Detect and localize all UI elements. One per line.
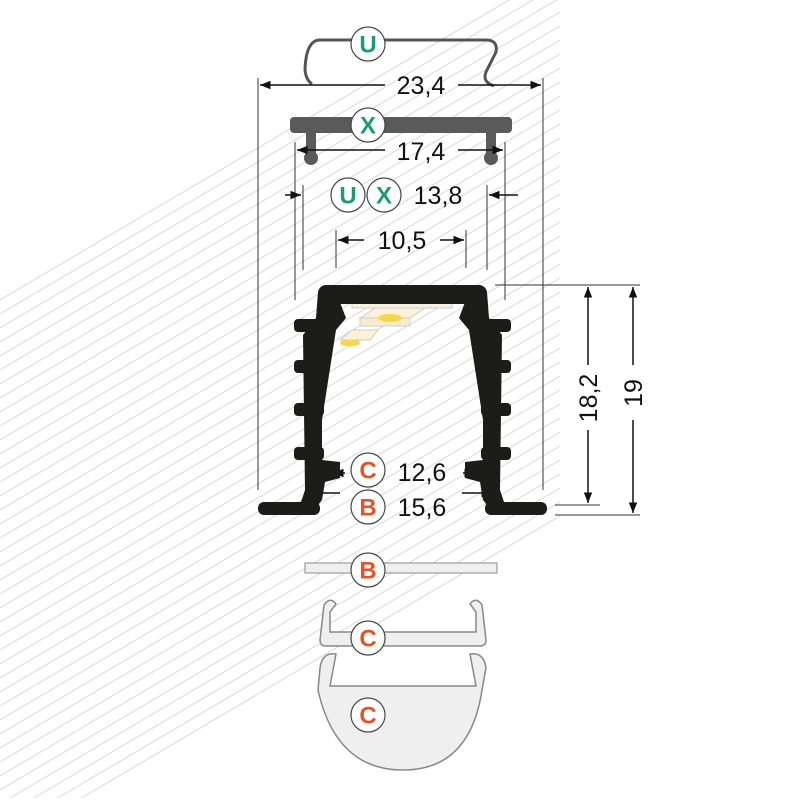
hatch-line	[0, 39, 561, 371]
diffuser-c-flat	[319, 599, 487, 647]
badge-c: C	[350, 620, 386, 656]
led-strip	[338, 302, 453, 347]
badge-x: X	[350, 107, 386, 143]
cover-x	[290, 117, 512, 165]
hatch-line	[9, 473, 561, 799]
hatch-line	[0, 459, 561, 791]
main-profile	[258, 285, 547, 515]
dim-inner-top: 10,5	[378, 227, 427, 255]
extension-lines	[257, 78, 640, 516]
badge-b: B	[350, 489, 386, 525]
dim-ux-width: 13,8	[414, 182, 463, 210]
hatch-line	[0, 445, 561, 777]
dim-b-width: 15,6	[398, 494, 447, 522]
hatch-line	[0, 221, 561, 553]
hatch-line	[0, 291, 561, 623]
background-hatching	[0, 0, 561, 799]
badge-label: U	[339, 183, 356, 210]
hatch-line	[0, 319, 561, 651]
badge-label: C	[359, 703, 376, 730]
badge-b: B	[350, 552, 386, 588]
hatch-line	[0, 179, 561, 511]
dim-total-width: 23,4	[397, 72, 446, 100]
hatch-line	[0, 375, 561, 707]
dim-total-height: 19	[620, 379, 648, 407]
hatch-line	[33, 487, 561, 799]
hatch-line	[0, 123, 561, 455]
hatch-line	[0, 0, 558, 329]
hatch-line	[0, 277, 561, 609]
badge-label: B	[359, 558, 376, 585]
hatch-line	[0, 305, 561, 637]
dim-c-width: 12,6	[398, 459, 447, 487]
hatch-line	[0, 403, 561, 735]
hatch-line	[0, 25, 561, 357]
badge-c: C	[350, 697, 386, 733]
badge-label: B	[359, 495, 376, 522]
badge-x: X	[366, 177, 402, 213]
badge-label: U	[359, 32, 376, 59]
hatch-line	[0, 0, 511, 301]
hatch-line	[0, 81, 561, 413]
diffuser-c-round	[317, 653, 487, 771]
dim-inner-height: 18,2	[575, 374, 603, 423]
hatch-line	[0, 95, 561, 427]
hatch-line	[0, 109, 561, 441]
hatch-line	[0, 165, 561, 497]
hatch-line	[0, 193, 561, 525]
hatch-line	[0, 389, 561, 721]
badge-label: X	[376, 183, 392, 210]
hatch-line	[0, 151, 561, 483]
hatch-line	[0, 333, 561, 665]
badge-label: C	[359, 458, 376, 485]
hatch-line	[0, 207, 561, 539]
badge-label: X	[360, 113, 376, 140]
badge-label: C	[359, 626, 376, 653]
badge-u: U	[350, 26, 386, 62]
dim-x-width: 17,4	[397, 138, 446, 166]
hatch-line	[57, 501, 561, 799]
hatch-line	[0, 431, 561, 763]
hatch-line	[0, 361, 561, 693]
hatch-line	[0, 53, 561, 385]
hatch-line	[0, 11, 561, 343]
diffuser-b	[304, 562, 498, 574]
hatch-line	[81, 515, 561, 799]
badge-c: C	[350, 452, 386, 488]
badge-u: U	[330, 177, 366, 213]
hatch-line	[0, 137, 561, 469]
cover-u	[303, 38, 498, 88]
